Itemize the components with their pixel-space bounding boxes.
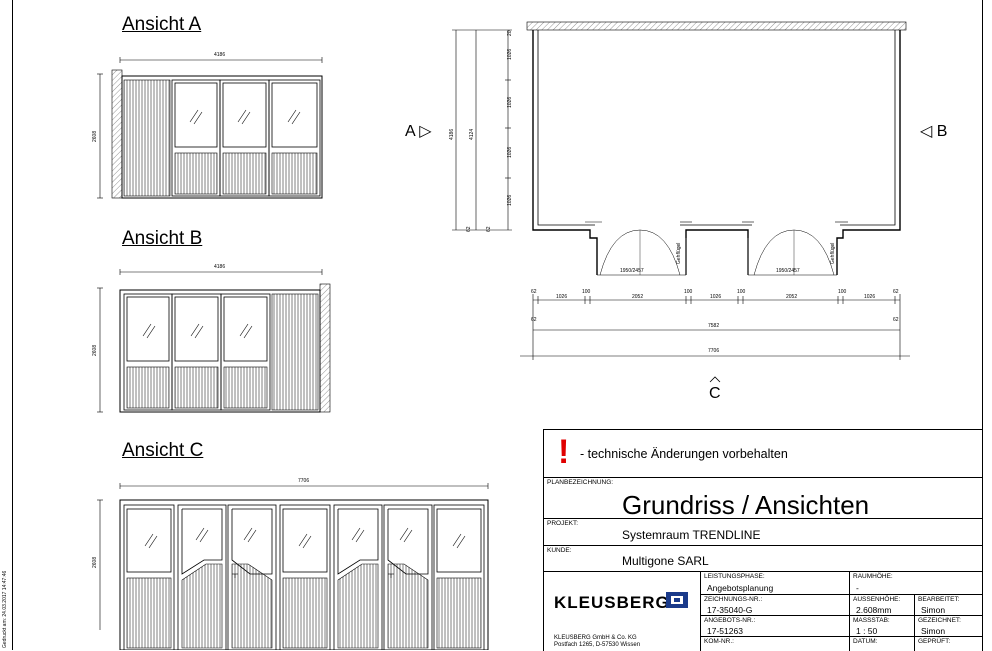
plan-hdim-9: 100 — [838, 289, 847, 295]
date-label: Datum: — [853, 638, 878, 645]
checked-label: Geprüft: — [918, 638, 951, 645]
plan-vdim-7: 62 — [466, 226, 472, 232]
plan-vdim-3: 1026 — [507, 97, 513, 108]
plan-vdim-6: 62 — [486, 226, 492, 232]
view-c-width-dim: 7706 — [298, 478, 309, 484]
company-cell: KLEUSBERG KLEUSBERG GmbH & Co. KG Postfa… — [544, 572, 701, 651]
plan-hdim-row2-left: 62 — [531, 317, 537, 323]
editor-label: Bearbeitet: — [918, 596, 960, 603]
title-block: ! - technische Änderungen vorbehalten Pl… — [543, 429, 983, 651]
plan-vdim-2: 1026 — [507, 49, 513, 60]
right-frame-line — [982, 0, 983, 650]
customer-value: Multigone SARL — [622, 554, 709, 568]
left-margin-strip: Gedruckt am: 24.03.2017 14:47:46 — [0, 0, 13, 650]
com-number-cell: Kom-Nr.: — [701, 637, 850, 651]
drawn-label: Gezeichnet: — [918, 617, 961, 624]
drawing-number-cell: Zeichnungs-Nr.: 17-35040-G — [701, 595, 850, 616]
warning-text: - technische Änderungen vorbehalten — [580, 447, 788, 461]
plan-hdim-row3-total: 7706 — [708, 348, 719, 354]
drawing-number-label: Zeichnungs-Nr.: — [704, 596, 763, 603]
scale-value: 1 : 50 — [856, 626, 878, 636]
view-c-height-dim: 2608 — [92, 557, 98, 568]
scale-label: Maßstab: — [853, 617, 890, 624]
view-c-elevation — [97, 483, 489, 650]
view-b-width-dim: 4186 — [214, 264, 225, 270]
plan-hdim-4: 2052 — [632, 294, 643, 300]
section-mark-b: ◁ B — [920, 123, 948, 140]
room-height-value: - — [856, 583, 859, 593]
room-height-label: Raumhöhe: — [853, 573, 893, 580]
section-mark-c: C — [709, 385, 721, 402]
project-label: Projekt: — [547, 520, 579, 527]
editor-cell: Bearbeitet: Simon — [915, 595, 983, 616]
view-b-title: Ansicht B — [122, 228, 203, 249]
plan-title: Grundriss / Ansichten — [622, 490, 870, 520]
plan-hdim-row2-right: 62 — [893, 317, 899, 323]
phase-cell: Leistungsphase: Angebotsplanung — [701, 572, 850, 595]
view-b-elevation — [97, 269, 331, 413]
offer-number-value: 17-51263 — [707, 626, 743, 636]
view-a-height-dim: 2608 — [92, 131, 98, 142]
editor-value: Simon — [921, 605, 946, 615]
offer-number-cell: Angebots-Nr.: 17-51263 — [701, 616, 850, 637]
plan-vdim-1: 20 — [507, 30, 513, 36]
warning-row: ! - technische Änderungen vorbehalten — [544, 430, 983, 478]
warning-icon: ! — [558, 433, 570, 471]
section-mark-a: A ▷ — [405, 123, 432, 140]
plan-hdim-5: 100 — [684, 289, 693, 295]
phase-value: Angebotsplanung — [707, 583, 774, 593]
company-logo: KLEUSBERG — [554, 593, 670, 612]
door-left-dim: 1950/2457 — [620, 268, 644, 274]
view-a-width-dim: 4186 — [214, 52, 225, 58]
plan-hdim-1: 62 — [531, 289, 537, 295]
view-a-elevation — [97, 57, 323, 199]
door-right-label: Gehflügel — [830, 243, 836, 264]
room-height-cell: Raumhöhe: - — [850, 572, 983, 595]
view-b-height-dim: 2608 — [92, 345, 98, 356]
plan-hdim-7: 100 — [737, 289, 746, 295]
scale-cell: Maßstab: 1 : 50 — [850, 616, 915, 637]
offer-number-label: Angebots-Nr.: — [704, 617, 756, 624]
plan-hdim-6: 1026 — [710, 294, 721, 300]
plan-title-row: Planbezeichnung: Grundriss / Ansichten — [544, 478, 983, 520]
date-cell: Datum: — [850, 637, 915, 651]
plan-horizontal-dims — [520, 294, 910, 360]
plan-vertical-dims — [452, 29, 512, 231]
company-name: KLEUSBERG GmbH & Co. KG — [554, 635, 637, 641]
plan-vdim-total-2: 4124 — [469, 129, 475, 140]
plan-hdim-2: 1026 — [556, 294, 567, 300]
customer-row: Kunde: Multigone SARL — [544, 546, 983, 572]
phase-label: Leistungsphase: — [704, 573, 765, 580]
view-a-title: Ansicht A — [122, 14, 202, 35]
drawn-cell: Gezeichnet: Simon — [915, 616, 983, 637]
company-address: Postfach 1265, D-57530 Wissen — [554, 642, 641, 648]
drawing-number-value: 17-35040-G — [707, 605, 753, 615]
company-logo-icon — [666, 592, 688, 608]
section-c-caret — [709, 376, 721, 383]
project-value: Systemraum TRENDLINE — [622, 528, 761, 542]
outer-height-cell: Außenhöhe: 2.608mm — [850, 595, 915, 616]
com-number-label: Kom-Nr.: — [704, 638, 734, 645]
plan-hdim-11: 62 — [893, 289, 899, 295]
plan-title-label: Planbezeichnung: — [547, 479, 614, 486]
plan-vdim-4: 1026 — [507, 147, 513, 158]
checked-cell: Geprüft: — [915, 637, 983, 651]
plan-hdim-8: 2052 — [786, 294, 797, 300]
floor-plan — [526, 21, 907, 276]
view-c-title: Ansicht C — [122, 440, 204, 461]
plan-hdim-row2-total: 7582 — [708, 323, 719, 329]
drawn-value: Simon — [921, 626, 946, 636]
project-row: Projekt: Systemraum TRENDLINE — [544, 519, 983, 546]
plan-hdim-10: 1026 — [864, 294, 875, 300]
door-right-dim: 1950/2457 — [776, 268, 800, 274]
customer-label: Kunde: — [547, 547, 572, 554]
plan-vdim-5: 1026 — [507, 195, 513, 206]
door-left-label: Gehflügel — [676, 243, 682, 264]
outer-height-label: Außenhöhe: — [853, 596, 901, 603]
plan-hdim-3: 100 — [582, 289, 591, 295]
outer-height-value: 2.608mm — [856, 605, 892, 615]
plan-vdim-total-1: 4186 — [449, 129, 455, 140]
